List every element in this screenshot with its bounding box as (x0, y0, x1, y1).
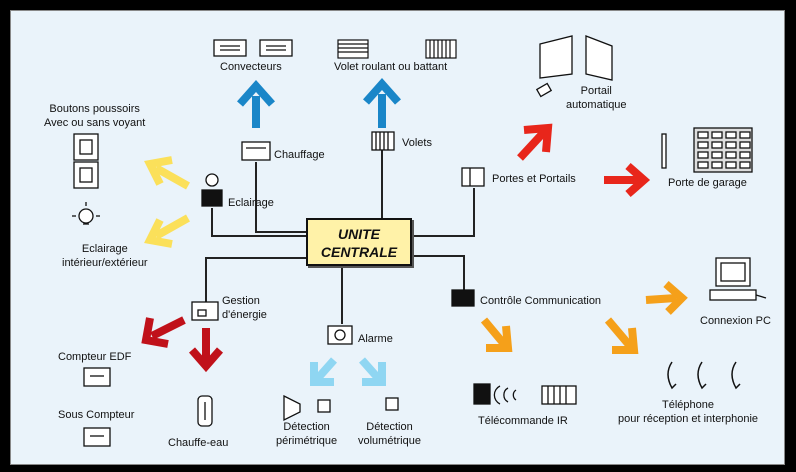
central-unit: UNITE CENTRALE (306, 218, 412, 266)
label-eclairage-ie-line2: intérieur/extérieur (62, 257, 148, 269)
gate-icon (535, 35, 613, 98)
label-connexion-pc: Connexion PC (700, 315, 771, 327)
label-volets: Volets (402, 137, 432, 149)
line-eclairage (211, 208, 306, 237)
meter-icon (83, 367, 111, 447)
label-portes-portails: Portes et Portails (492, 173, 576, 185)
label-volet-roulant: Volet roulant ou battant (334, 61, 448, 73)
central-unit-line1: UNITE (338, 226, 380, 242)
label-eclairage-ie-line1: Eclairage (81, 243, 128, 255)
label-eclairage-ie: Eclairage intérieur/extérieur (62, 242, 148, 270)
arrow-portail (517, 123, 553, 161)
label-chauffage: Chauffage (274, 149, 325, 161)
label-sous-compteur: Sous Compteur (58, 409, 135, 421)
label-portail-line1: Portail (580, 85, 612, 97)
line-controle (412, 255, 465, 292)
ir-remote-icon (473, 383, 577, 405)
label-gestion-line2: d'énergie (222, 309, 267, 321)
label-detection-perimetrique: Détection périmétrique (276, 420, 337, 448)
communication-module-icon (451, 289, 475, 307)
label-detection-peri-line1: Détection (283, 421, 330, 433)
telephone-icon (667, 361, 741, 390)
label-telephone-line2: pour réception et interphonie (618, 413, 759, 425)
arrow-convecteurs (237, 79, 275, 128)
label-telecommande: Télécommande IR (478, 415, 568, 427)
label-boutons-line1: Boutons poussoirs (49, 103, 140, 115)
arrow-compteur (141, 316, 186, 348)
heating-module-icon (241, 141, 271, 161)
arrow-volumetrique (359, 357, 386, 386)
water-heater-icon (197, 395, 213, 427)
energy-module-icon (191, 301, 219, 321)
arrow-garage (604, 162, 651, 198)
label-detection-vol-line1: Détection (366, 421, 413, 433)
label-convecteurs: Convecteurs (220, 61, 282, 73)
label-chauffe-eau: Chauffe-eau (168, 437, 229, 449)
arrow-telecommande (480, 317, 513, 352)
pc-icon (709, 257, 767, 301)
label-eclairage: Eclairage (228, 197, 274, 209)
label-detection-volumetrique: Détection volumétrique (358, 420, 421, 448)
line-chauffage (255, 162, 306, 233)
label-compteur-edf: Compteur EDF (58, 351, 132, 363)
convector-icon (213, 39, 293, 57)
shutter-icon (337, 39, 457, 59)
label-boutons-line2: Avec ou sans voyant (44, 117, 146, 129)
label-gestion: Gestion d'énergie (222, 294, 267, 322)
label-detection-peri-line2: périmétrique (276, 435, 338, 447)
connector-lines (205, 150, 475, 324)
garage-door-icon (661, 127, 753, 173)
arrow-chauffe-eau (188, 328, 224, 373)
central-unit-line2: CENTRALE (320, 244, 398, 260)
bulb-icon (72, 202, 100, 225)
arrow-telephone (604, 317, 639, 354)
label-boutons: Boutons poussoirs Avec ou sans voyant (44, 102, 145, 130)
label-portail-line2: automatique (566, 99, 627, 111)
arrow-volets (363, 77, 401, 128)
label-gestion-line1: Gestion (222, 295, 260, 307)
label-portail: Portail automatique (566, 84, 627, 112)
label-controle-communication: Contrôle Communication (480, 295, 602, 307)
arrow-eclairage-ie (144, 214, 190, 248)
perimeter-sensor-icon (283, 394, 331, 422)
label-alarme: Alarme (358, 333, 393, 345)
line-portes (412, 188, 475, 237)
arrow-boutons (144, 156, 190, 190)
line-gestion (205, 257, 306, 302)
lamp-switch-icon (201, 173, 223, 207)
push-button-icon (73, 133, 99, 189)
arrow-connexion-pc (645, 280, 688, 315)
volumetric-sensor-icon (385, 397, 399, 411)
shutter-module-icon (371, 131, 395, 151)
alarm-module-icon (327, 325, 353, 345)
label-telephone: Téléphone pour réception et interphonie (618, 398, 758, 426)
label-detection-vol-line2: volumétrique (358, 435, 421, 447)
label-porte-garage: Porte de garage (668, 177, 747, 189)
door-module-icon (461, 167, 485, 187)
label-telephone-line1: Téléphone (662, 399, 715, 411)
arrow-perimetrique (310, 357, 337, 386)
